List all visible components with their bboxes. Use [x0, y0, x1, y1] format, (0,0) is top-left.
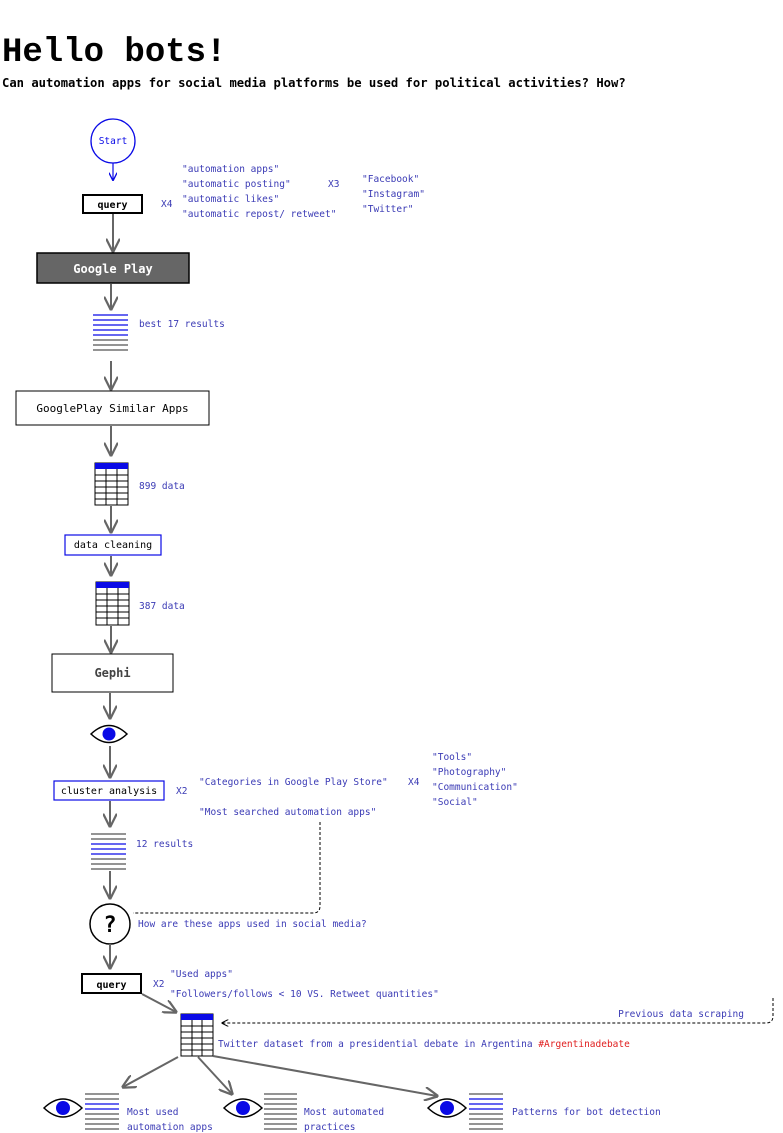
query2-term: "Followers/follows < 10 VS. Retweet quan…: [170, 989, 439, 1000]
category-multiplier: X4: [408, 777, 420, 788]
output-label: automation apps: [127, 1122, 213, 1133]
list-icon: [264, 1093, 297, 1130]
start-node: Start: [90, 118, 136, 164]
google-play-box: Google Play: [36, 252, 190, 284]
arrow: [123, 1056, 179, 1087]
previous-scraping-label: Previous data scraping: [618, 1009, 744, 1020]
list-icon: [91, 833, 126, 870]
query-term: "automatic posting": [182, 179, 291, 190]
eye-icon: [89, 724, 129, 744]
question-node: ?: [89, 903, 131, 945]
google-play-label: Google Play: [73, 262, 152, 276]
list-icon: [85, 1093, 119, 1130]
page-title: Hello bots!: [2, 34, 227, 72]
results-12-label: 12 results: [136, 839, 193, 850]
arrow: [212, 1055, 437, 1096]
twitter-dataset-text: Twitter dataset from a presidential deba…: [218, 1039, 533, 1050]
platform-term: "Twitter": [362, 204, 413, 215]
cluster-analysis-box: cluster analysis: [53, 780, 165, 801]
data-cleaning-box: data cleaning: [64, 534, 162, 556]
output-most-used: Most used automation apps: [42, 1093, 213, 1133]
query-label: query: [96, 980, 126, 991]
category-term: "Photography": [432, 767, 506, 778]
twitter-dataset-label: Twitter dataset from a presidential deba…: [218, 1039, 630, 1050]
cluster-multiplier: X2: [176, 786, 187, 797]
question-mark-icon: ?: [103, 913, 116, 938]
list-icon: [93, 314, 128, 351]
query-box: query: [81, 973, 142, 994]
arrow: [141, 993, 176, 1012]
cluster-item: "Most searched automation apps": [199, 807, 376, 818]
best-results-label: best 17 results: [139, 319, 225, 330]
query2-multiplier: X2: [153, 979, 164, 990]
start-label: Start: [99, 136, 128, 147]
query-box: query: [82, 194, 143, 214]
output-label: Most used: [127, 1107, 178, 1118]
query-term: "automatic repost/ retweet": [182, 209, 336, 220]
table-icon: [95, 581, 130, 626]
cluster-item: "Categories in Google Play Store": [199, 777, 388, 788]
output-label: practices: [304, 1122, 355, 1133]
gephi-box: Gephi: [51, 653, 174, 693]
dashed-connector: [133, 822, 321, 914]
arrow: [197, 1056, 232, 1094]
platform-term: "Facebook": [362, 174, 419, 185]
page-subtitle: Can automation apps for social media pla…: [2, 76, 626, 90]
query-term: "automatic likes": [182, 194, 279, 205]
table-icon: [94, 462, 129, 506]
data-387-label: 387 data: [139, 601, 185, 612]
output-label: Most automated: [304, 1107, 384, 1118]
category-term: "Communication": [432, 782, 518, 793]
category-term: "Tools": [432, 752, 472, 763]
list-icon: [469, 1093, 503, 1130]
gephi-label: Gephi: [94, 666, 130, 680]
query-multiplier: X4: [161, 199, 173, 210]
data-899-label: 899 data: [139, 481, 185, 492]
query2-term: "Used apps": [170, 969, 233, 980]
platform-multiplier: X3: [328, 179, 339, 190]
query-label: query: [97, 200, 127, 211]
similar-apps-label: GooglePlay Similar Apps: [36, 402, 188, 415]
data-cleaning-label: data cleaning: [74, 540, 152, 551]
similar-apps-box: GooglePlay Similar Apps: [15, 390, 210, 426]
cluster-analysis-label: cluster analysis: [61, 786, 157, 797]
platform-term: "Instagram": [362, 189, 425, 200]
table-icon: [180, 1013, 214, 1057]
output-label: Patterns for bot detection: [512, 1107, 661, 1118]
category-term: "Social": [432, 797, 478, 808]
question-label: How are these apps used in social media?: [138, 919, 367, 930]
query-term: "automation apps": [182, 164, 279, 175]
output-bot-patterns: Patterns for bot detection: [426, 1093, 661, 1130]
hashtag-label: #Argentinadebate: [538, 1039, 630, 1050]
output-most-automated: Most automated practices: [222, 1093, 384, 1133]
